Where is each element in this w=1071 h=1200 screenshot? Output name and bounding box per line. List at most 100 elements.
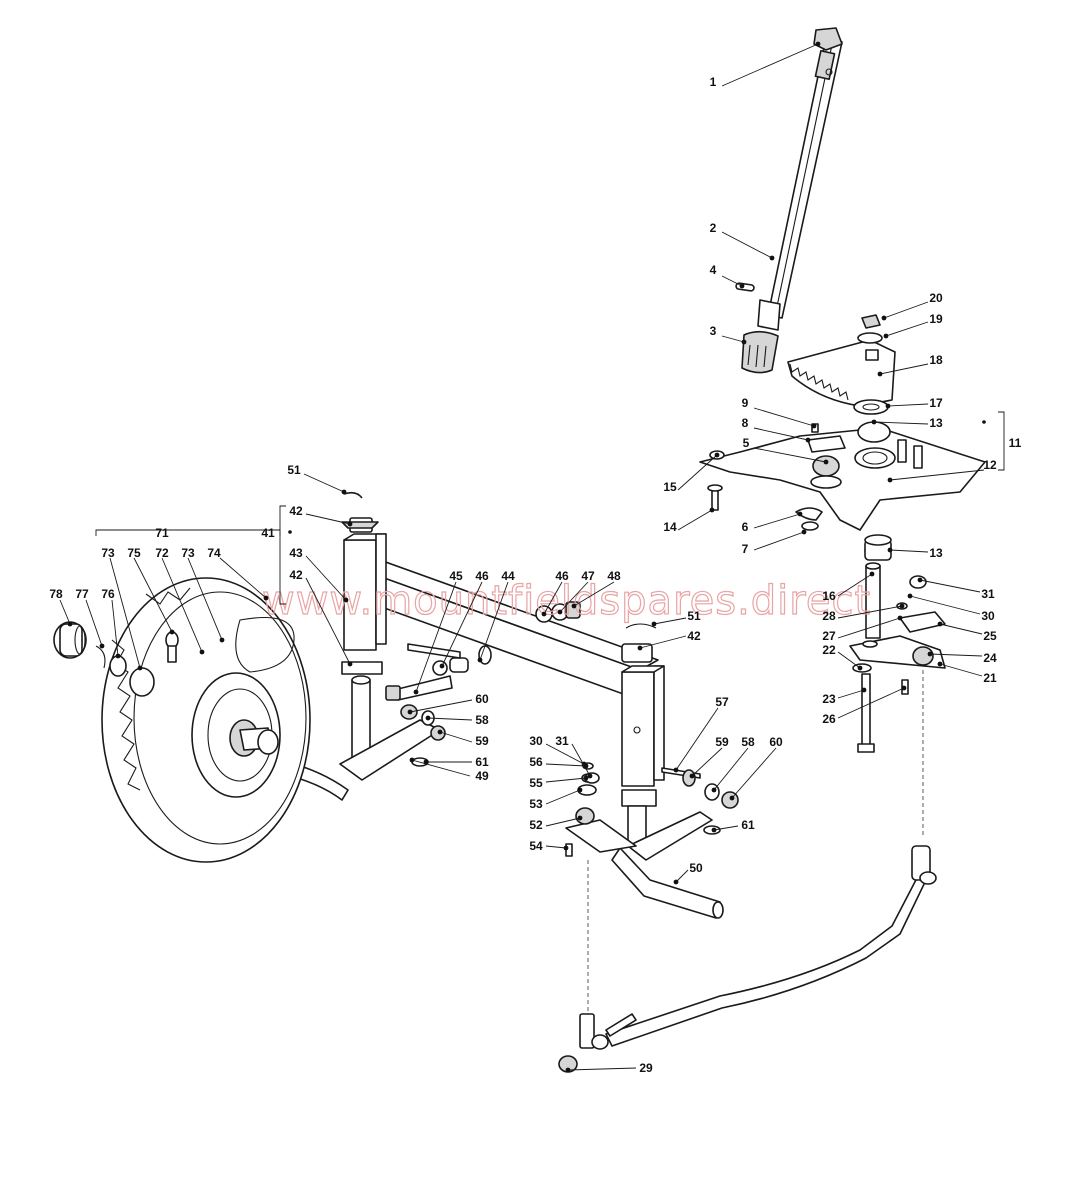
callout-label: 17 xyxy=(929,396,943,410)
callout-label: 2 xyxy=(710,221,717,235)
callout-leader-line xyxy=(639,635,687,649)
callout-label: 54 xyxy=(529,839,543,853)
callout-leader-line xyxy=(427,717,473,721)
callout-leader-line xyxy=(305,555,347,601)
callout-dot xyxy=(347,521,353,527)
callout-59: 59 xyxy=(437,729,489,748)
callout-leader-line xyxy=(415,581,457,693)
callout-leader-line xyxy=(753,513,801,529)
callout-71: 71 xyxy=(155,526,169,540)
callout-dot xyxy=(805,437,811,443)
callout-label: 11 xyxy=(1009,436,1022,450)
callout-dot xyxy=(877,371,883,377)
callout-dot xyxy=(439,663,445,669)
tie-rod-part xyxy=(558,845,937,1073)
callout-label: 8 xyxy=(742,416,749,430)
callout-leader-line xyxy=(713,825,739,831)
callout-42: 42 xyxy=(637,629,701,651)
callout-dot xyxy=(99,643,105,649)
callout-24: 24 xyxy=(927,651,997,665)
callout-75: 75 xyxy=(127,546,175,635)
callout-dot xyxy=(901,685,907,691)
callout-dot xyxy=(709,507,715,513)
callout-dot xyxy=(423,759,429,765)
callout-26: 26 xyxy=(822,685,907,726)
callout-31: 31 xyxy=(917,577,995,601)
callout-label: 4 xyxy=(710,263,717,277)
callout-leader-line xyxy=(675,707,719,771)
callout-label: 61 xyxy=(475,755,489,769)
callout-label: 46 xyxy=(555,569,569,583)
callout-dot xyxy=(711,787,717,793)
callout-76: 76 xyxy=(101,587,121,659)
callout-label: 75 xyxy=(127,546,141,560)
callout-18: 18 xyxy=(877,353,943,377)
callout-label: 25 xyxy=(983,629,997,643)
callout-leader-line xyxy=(545,763,587,767)
callout-label: 60 xyxy=(769,735,783,749)
callout-label: 61 xyxy=(741,818,755,832)
callout-12: 12 xyxy=(887,458,997,483)
callout-leader-line xyxy=(677,454,718,491)
callout-72: 72 xyxy=(155,546,205,655)
callout-leader-line xyxy=(885,321,929,337)
callout-leader-line xyxy=(573,581,615,607)
callout-label: 56 xyxy=(529,755,543,769)
callout-48: 48 xyxy=(571,569,621,609)
callout-31: 31 xyxy=(555,734,593,779)
callout-leader-line xyxy=(567,1067,637,1071)
callout-dot xyxy=(587,773,593,779)
callout-42: 42 xyxy=(289,568,353,667)
callout-13: 13 xyxy=(887,546,943,560)
callout-label: 72 xyxy=(155,546,169,560)
callout-leader-line xyxy=(109,557,141,669)
callout-label: 30 xyxy=(529,734,543,748)
callout-leader-line xyxy=(889,469,985,481)
callout-73: 73 xyxy=(101,546,143,671)
callout-leader-line xyxy=(545,817,581,827)
callout-46: 46 xyxy=(541,569,569,617)
callout-dot xyxy=(714,452,720,458)
callout-77: 77 xyxy=(75,587,105,649)
pivot-arm-part xyxy=(849,562,946,838)
callout-dot xyxy=(541,611,547,617)
callout-label: 31 xyxy=(555,734,569,748)
callout-53: 53 xyxy=(529,787,583,811)
callout-dot xyxy=(871,419,877,425)
callout-25: 25 xyxy=(937,621,997,643)
callout-15: 15 xyxy=(663,452,720,494)
callout-dot xyxy=(583,775,589,781)
callout-51: 51 xyxy=(651,609,701,627)
callout-leader-line xyxy=(85,599,103,647)
callout-leader-line xyxy=(543,581,563,615)
callout-7: 7 xyxy=(742,529,807,556)
callout-dot xyxy=(219,637,225,643)
callout-dot xyxy=(583,763,589,769)
callout-leader-line xyxy=(721,275,743,287)
callout-leader-line xyxy=(545,789,581,805)
callout-leader-line xyxy=(133,557,173,633)
callout-dot xyxy=(861,687,867,693)
callout-60: 60 xyxy=(729,735,783,801)
callout-dot xyxy=(797,511,803,517)
callout-dot xyxy=(425,715,431,721)
steering-column-part xyxy=(735,27,843,374)
callout-dot xyxy=(937,621,943,627)
callout-leader-line xyxy=(441,581,483,667)
callout-dot xyxy=(917,577,923,583)
callout-14: 14 xyxy=(663,507,715,534)
callout-1: 1 xyxy=(710,41,821,89)
callout-leader-line xyxy=(731,747,777,799)
callout-dot xyxy=(899,603,905,609)
assembly-brackets xyxy=(95,411,1005,605)
callout-leader-line xyxy=(837,573,873,597)
callout-label: 24 xyxy=(983,651,997,665)
callout-leader-line xyxy=(889,549,929,553)
callout-leader-line xyxy=(837,687,905,719)
callout-61: 61 xyxy=(423,755,489,769)
callout-label: 3 xyxy=(710,324,717,338)
callout-leader-line xyxy=(837,605,903,619)
callout-label: 6 xyxy=(742,520,749,534)
callout-label: 20 xyxy=(929,291,943,305)
callout-leader-line xyxy=(721,335,745,343)
